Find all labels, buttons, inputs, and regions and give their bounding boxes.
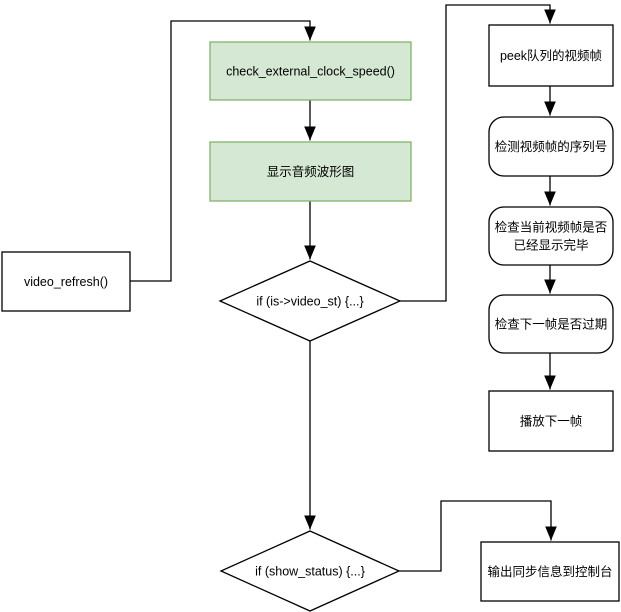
node-check-next-frame-expired-label: 检查下一帧是否过期	[495, 317, 608, 332]
node-check-frame-serial-label: 检测视频帧的序列号	[495, 139, 608, 154]
node-check-external-clock-speed[interactable]: check_external_clock_speed()	[209, 41, 412, 101]
node-play-next-frame-label: 播放下一帧	[520, 414, 583, 429]
node-show-audio-waveform[interactable]: 显示音频波形图	[209, 141, 412, 202]
edge-video-refresh-to-check-clock	[130, 20, 316, 282]
node-video-refresh-label: video_refresh()	[24, 275, 108, 289]
node-show-audio-waveform-label: 显示音频波形图	[267, 164, 355, 179]
node-if-show-status[interactable]: if (show_status) {...}	[219, 530, 401, 612]
edge-if-video-st-to-peek	[400, 4, 556, 302]
node-video-refresh[interactable]: video_refresh()	[1, 251, 131, 312]
node-peek-video-frame[interactable]: peek队列的视频帧	[488, 24, 614, 87]
node-check-current-frame-label-line2: 已经显示完毕	[513, 238, 588, 253]
node-output-sync-info-label: 输出同步信息到控制台	[487, 564, 612, 579]
node-check-current-frame[interactable]: 检查当前视频帧是否 已经显示完毕	[488, 206, 614, 266]
node-check-next-frame-expired[interactable]: 检查下一帧是否过期	[488, 294, 614, 354]
node-play-next-frame[interactable]: 播放下一帧	[488, 390, 614, 452]
connectors	[130, 4, 557, 572]
node-if-video-st[interactable]: if (is->video_st) {...}	[218, 260, 402, 342]
node-output-sync-info[interactable]: 输出同步信息到控制台	[480, 541, 620, 602]
node-check-external-clock-speed-label: check_external_clock_speed()	[226, 65, 395, 79]
node-peek-video-frame-label: peek队列的视频帧	[500, 48, 602, 63]
node-if-video-st-label: if (is->video_st) {...}	[256, 295, 363, 309]
node-if-show-status-label: if (show_status) {...}	[255, 565, 365, 579]
edge-if-show-status-to-output	[399, 500, 557, 572]
node-check-current-frame-label-line1: 检查当前视频帧是否	[495, 220, 608, 235]
node-check-frame-serial[interactable]: 检测视频帧的序列号	[488, 116, 614, 177]
